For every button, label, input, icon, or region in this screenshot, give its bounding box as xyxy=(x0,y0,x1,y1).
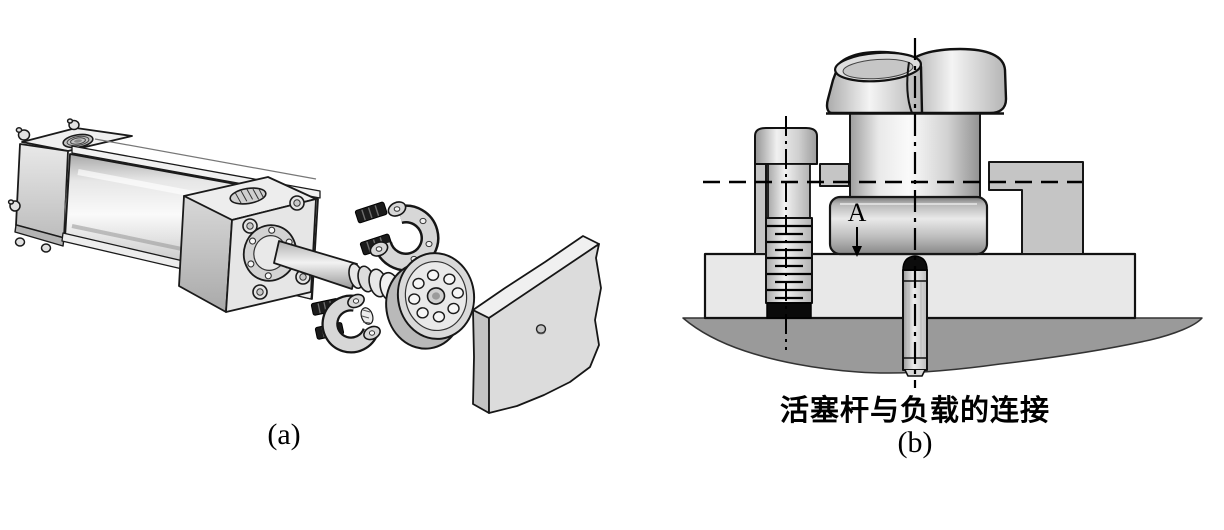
cylinder-front-head xyxy=(178,176,317,313)
tie-rod-nuts-front xyxy=(242,195,311,300)
rear-port xyxy=(62,133,94,149)
rod-collar xyxy=(828,195,989,256)
rod-coupling-rings xyxy=(357,265,401,303)
cylinder-rear-cap xyxy=(7,118,133,253)
clamp-screw xyxy=(354,201,388,224)
rod-knob xyxy=(825,47,1008,115)
panel-a-label: (a) xyxy=(267,418,301,451)
panel-b-label: (b) xyxy=(897,426,933,459)
upper-clamp-half xyxy=(354,201,440,272)
flange-disc xyxy=(385,252,476,350)
lower-clamp-half xyxy=(310,293,381,354)
load-block-right xyxy=(988,161,1084,255)
panel-a-exploded-cylinder xyxy=(7,118,602,414)
tie-rod-nuts-rear xyxy=(7,118,80,253)
panel-b-caption: 活塞杆与负载的连接 xyxy=(779,395,1050,427)
ground xyxy=(682,317,1203,374)
mounting-plate xyxy=(472,235,602,414)
panel-b-rod-load-connection xyxy=(682,38,1203,388)
bolt-threads xyxy=(767,224,811,300)
piston-rod xyxy=(273,240,401,303)
plate-hole xyxy=(535,324,547,334)
gap-a-label: A xyxy=(847,198,867,227)
anchor-bolt xyxy=(754,116,818,350)
front-port xyxy=(229,187,267,205)
gap-arrow xyxy=(852,227,862,257)
